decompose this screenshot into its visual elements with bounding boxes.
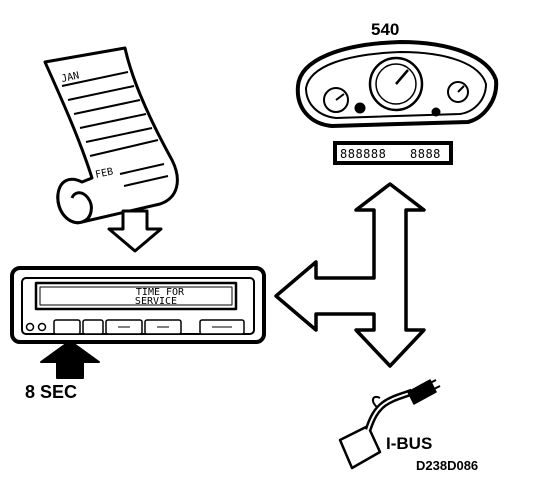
radio-display-icon bbox=[10, 266, 266, 344]
double-arrow-icon bbox=[274, 182, 426, 368]
cluster-model-label: 540 bbox=[371, 20, 399, 39]
connector-cable-icon bbox=[338, 379, 441, 470]
bus-label: I-BUS bbox=[386, 434, 432, 453]
odometer-readout-right: 8888 bbox=[410, 147, 441, 161]
down-arrow-icon bbox=[107, 209, 163, 253]
calendar-icon bbox=[43, 46, 179, 225]
hold-time-label: 8 SEC bbox=[25, 382, 77, 402]
press-arrow-icon bbox=[40, 340, 100, 379]
display-line-1: TIME FOR bbox=[136, 287, 185, 298]
figure-code-label: D238D086 bbox=[416, 458, 478, 473]
odometer-readout-left: 888888 bbox=[340, 147, 386, 161]
display-line-2: SERVICE bbox=[135, 296, 177, 307]
calendar-month-top: JAN bbox=[60, 70, 80, 85]
calendar-month-bottom: FEB bbox=[94, 166, 114, 181]
instrument-cluster-icon bbox=[295, 40, 499, 128]
